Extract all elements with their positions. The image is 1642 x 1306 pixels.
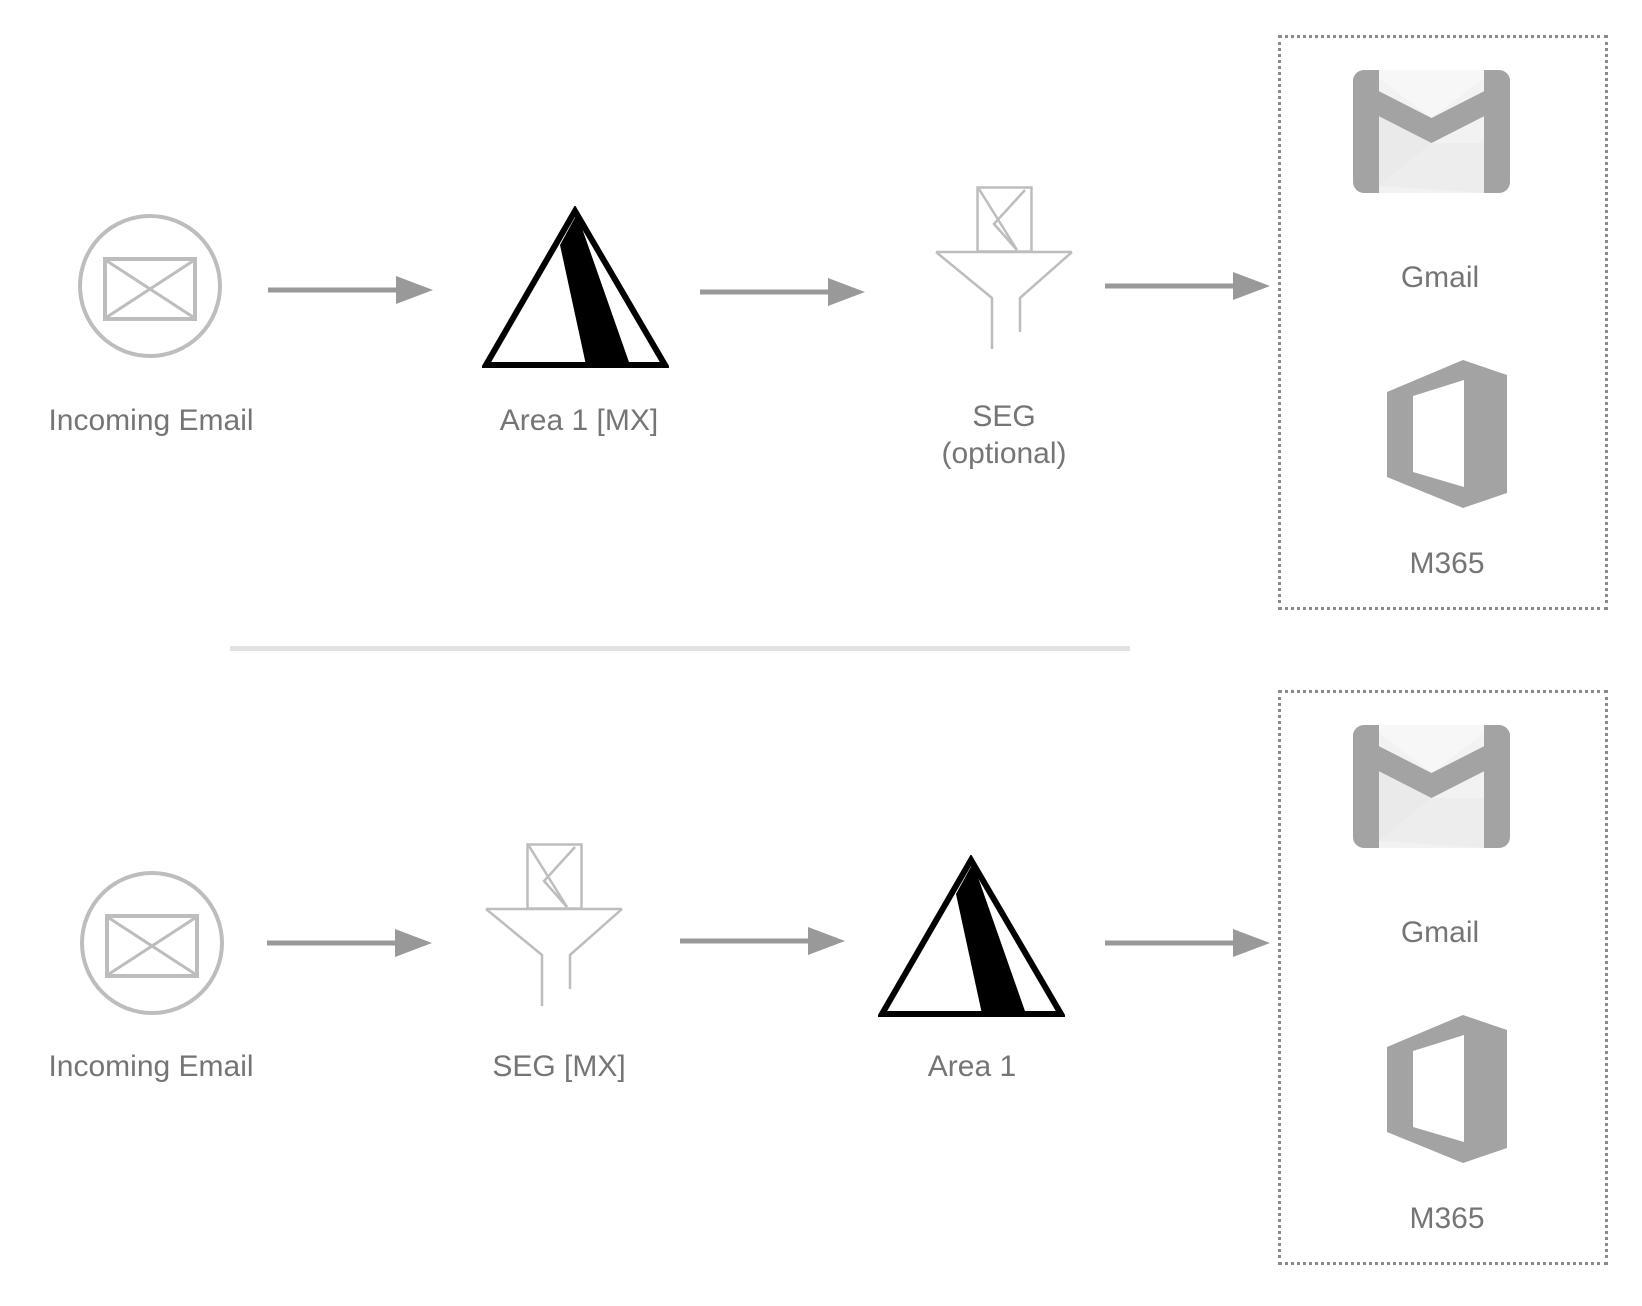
gmail-label: Gmail	[1400, 261, 1480, 294]
area1-triangle-logo	[878, 855, 1065, 1019]
m365-office-logo-icon	[1387, 1015, 1507, 1163]
right-arrow-icon	[680, 925, 846, 957]
seg-mx-label: SEG [MX]	[492, 1050, 626, 1083]
m365-label: M365	[1409, 1202, 1485, 1235]
destination-box	[1278, 690, 1608, 1265]
seg-label-line1: SEG	[972, 400, 1036, 433]
incoming-email-icon	[78, 869, 226, 1017]
gmail-label: Gmail	[1400, 916, 1480, 949]
m365-label: M365	[1409, 547, 1485, 580]
seg-optional-label: SEG (optional)	[879, 398, 1129, 472]
area1-label: Area 1	[927, 1050, 1017, 1083]
destination-box	[1278, 35, 1608, 610]
incoming-email-label: Incoming Email	[48, 1050, 254, 1083]
right-arrow-icon	[268, 274, 434, 306]
area1-triangle-logo	[482, 206, 669, 370]
row-divider	[230, 646, 1130, 651]
incoming-email-label: Incoming Email	[48, 404, 254, 437]
m365-office-logo-icon	[1387, 360, 1507, 508]
gmail-logo-icon	[1353, 725, 1510, 848]
right-arrow-icon	[1105, 927, 1271, 959]
gmail-logo-icon	[1353, 70, 1510, 193]
seg-funnel-envelope-icon	[485, 843, 623, 1008]
right-arrow-icon	[1105, 270, 1271, 302]
area1-mx-label: Area 1 [MX]	[499, 404, 659, 437]
incoming-email-icon	[76, 212, 224, 360]
seg-funnel-envelope-icon	[935, 186, 1073, 351]
right-arrow-icon	[267, 927, 433, 959]
right-arrow-icon	[700, 276, 866, 308]
seg-label-line2: (optional)	[941, 437, 1067, 470]
